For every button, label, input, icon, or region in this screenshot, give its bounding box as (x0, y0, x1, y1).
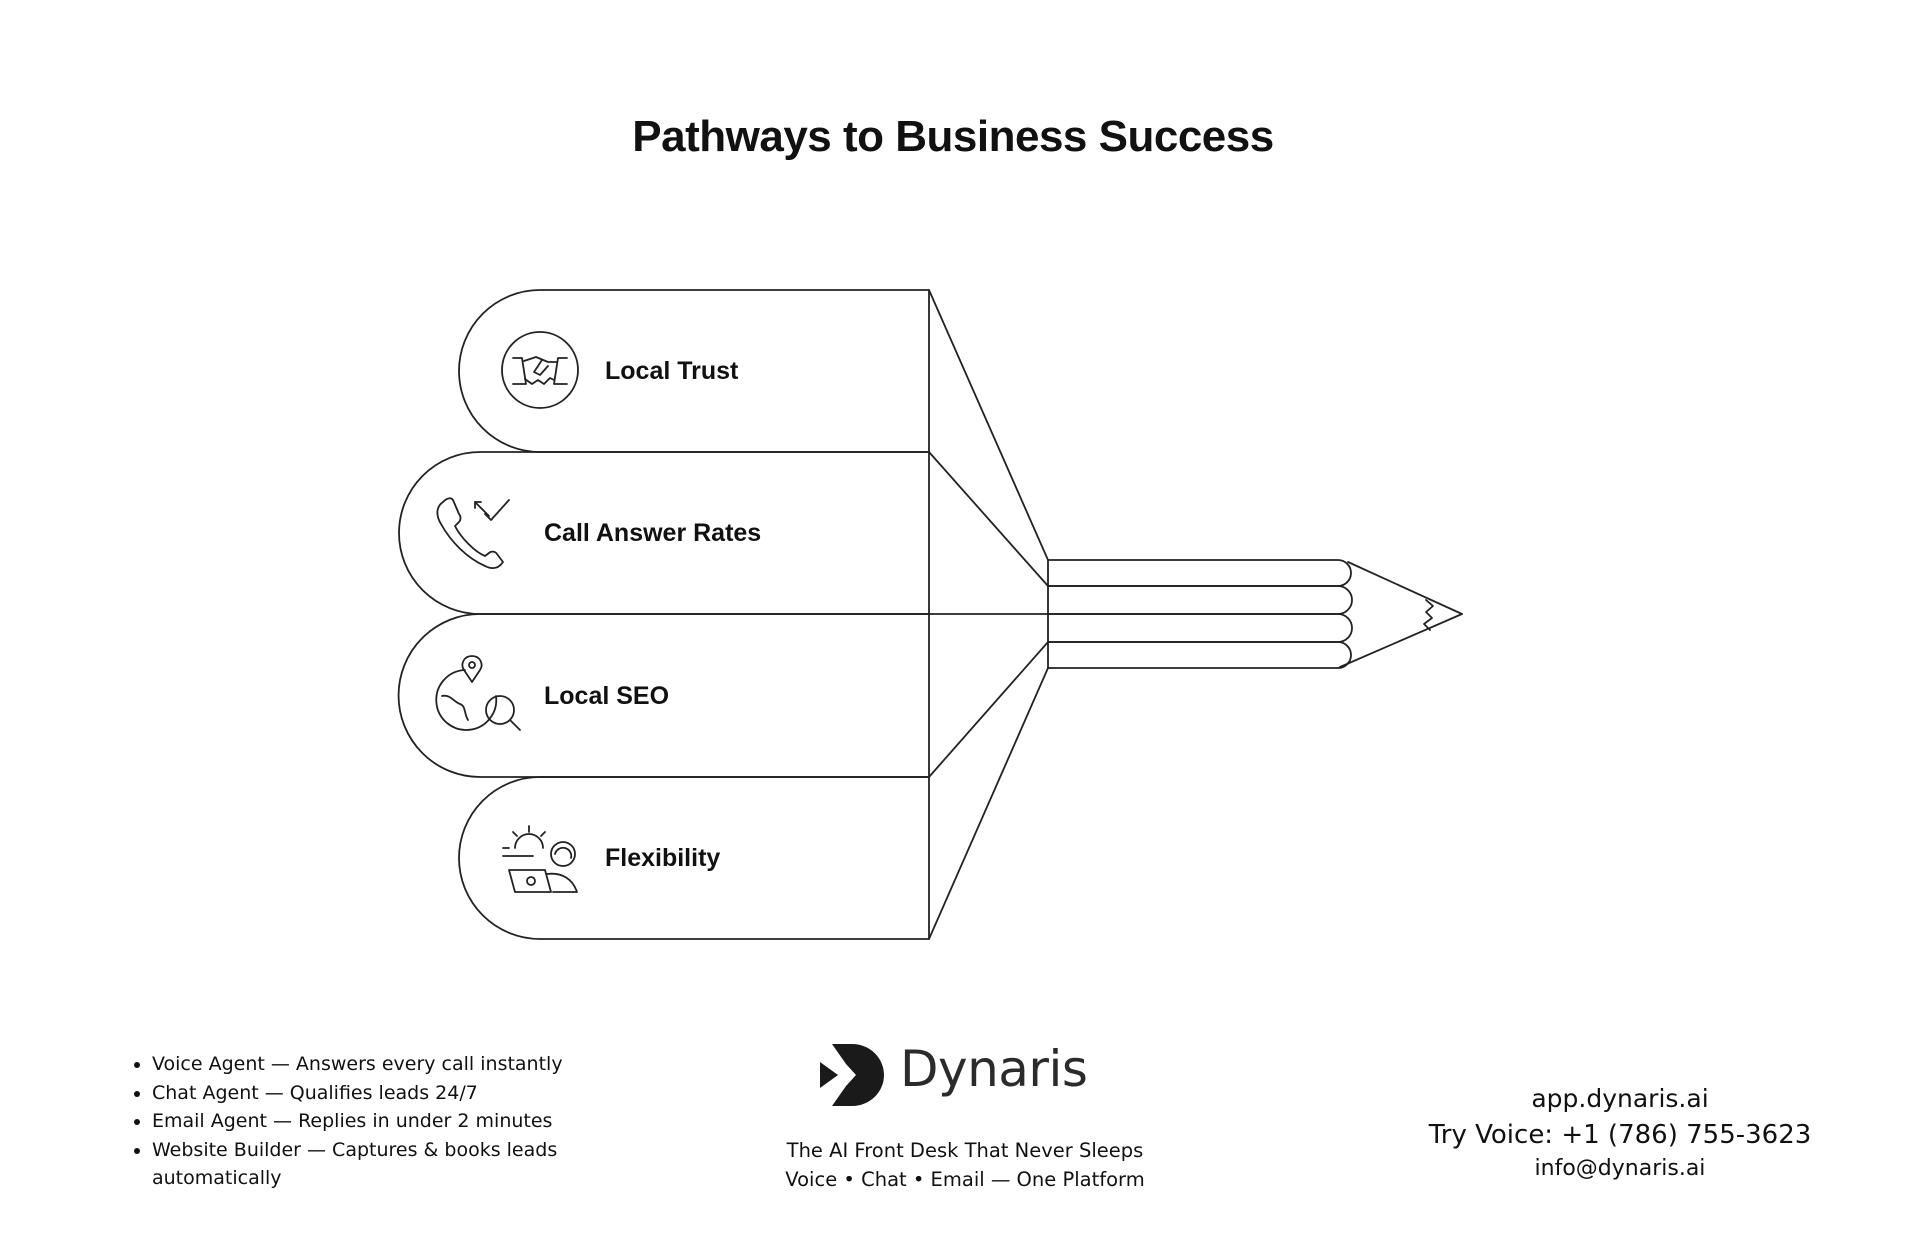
pathway-pill-local-trust (458, 289, 930, 453)
pathway-pill-flexibility (458, 776, 930, 940)
pathway-label-local-trust: Local Trust (605, 357, 739, 385)
tagline-line-1: The AI Front Desk That Never Sleeps (786, 1139, 1144, 1162)
feature-item: Website Builder — Captures & books leads… (152, 1136, 612, 1193)
pathway-pill-call-answer-rates (398, 451, 930, 615)
pathway-label-local-seo: Local SEO (544, 682, 669, 710)
tagline-line-2: Voice • Chat • Email — One Platform (785, 1168, 1145, 1191)
phone-callback-icon (436, 497, 510, 569)
contact-info: app.dynaris.ai Try Voice: +1 (786) 755-3… (1420, 1082, 1820, 1184)
pencil-body (1047, 559, 1353, 669)
page-title: Pathways to Business Success (632, 112, 1274, 161)
brand-logo: Dynaris (812, 1040, 1102, 1110)
remote-work-icon (502, 825, 578, 893)
pathway-label-call-answer-rates: Call Answer Rates (544, 519, 761, 547)
pencil-tip (1339, 561, 1463, 668)
pathway-pill-local-seo (397, 613, 930, 778)
feature-item: Email Agent — Replies in under 2 minutes (152, 1107, 612, 1136)
pathway-label-flexibility: Flexibility (605, 844, 720, 872)
brand-name: Dynaris (900, 1040, 1088, 1098)
voice-phone[interactable]: Try Voice: +1 (786) 755-3623 (1428, 1120, 1812, 1150)
features-list: Voice Agent — Answers every call instant… (130, 1050, 612, 1193)
email-link[interactable]: info@dynaris.ai (1534, 1156, 1706, 1181)
globe-search-icon (435, 655, 521, 731)
feature-item: Voice Agent — Answers every call instant… (152, 1050, 612, 1079)
website-link[interactable]: app.dynaris.ai (1531, 1084, 1709, 1113)
feature-item: Chat Agent — Qualifies leads 24/7 (152, 1079, 612, 1108)
brand-tagline: The AI Front Desk That Never Sleeps Voic… (0, 1136, 1906, 1194)
dynaris-logo-icon (820, 1044, 884, 1106)
handshake-icon (501, 331, 579, 409)
